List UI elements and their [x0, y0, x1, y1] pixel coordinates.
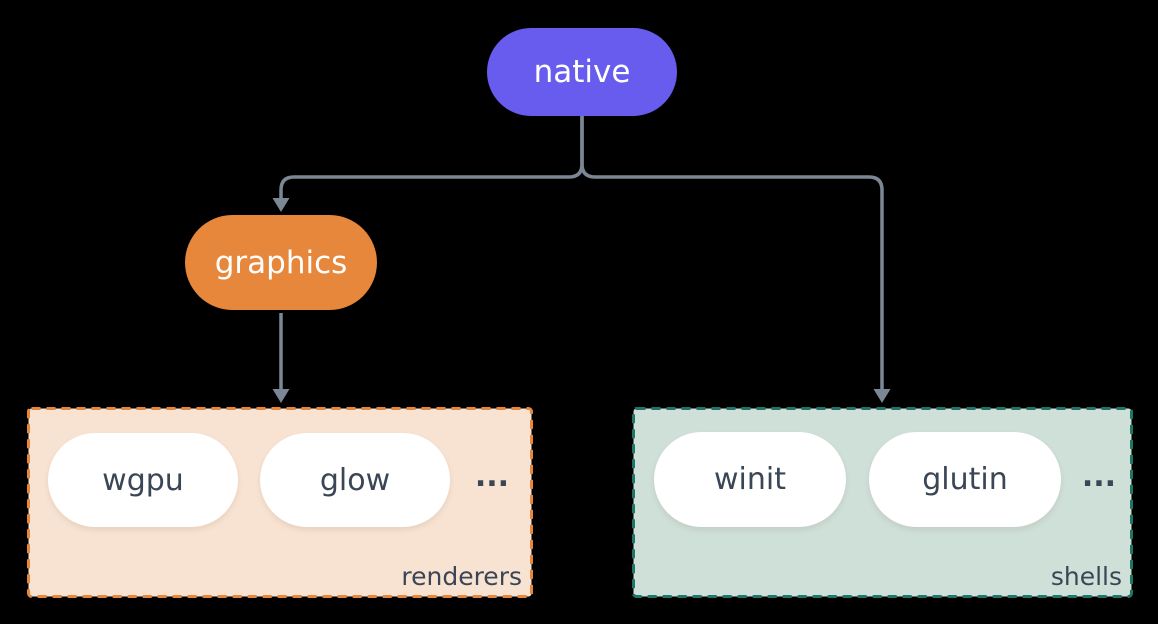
node-graphics: graphics	[185, 215, 377, 310]
renderers-ellipsis: ...	[474, 459, 510, 494]
arrowhead-down-icon	[272, 389, 290, 403]
item-winit: winit	[654, 432, 846, 527]
edge-native-graphics	[279, 116, 584, 199]
group-renderers-label: renderers	[401, 562, 522, 591]
item-wgpu-label: wgpu	[102, 462, 184, 498]
item-glow: glow	[260, 433, 450, 527]
item-winit-label: winit	[714, 462, 786, 497]
item-glutin-label: glutin	[922, 462, 1008, 497]
group-shells-label: shells	[1050, 562, 1122, 591]
item-wgpu: wgpu	[48, 433, 238, 527]
group-renderers: wgpu glow ... renderers	[27, 407, 533, 598]
arrowhead-down-icon	[873, 389, 891, 403]
item-glow-label: glow	[319, 462, 391, 498]
edge-native-shells	[580, 116, 884, 390]
arrowhead-down-icon	[272, 198, 290, 212]
node-graphics-label: graphics	[214, 244, 348, 281]
node-native-label: native	[533, 54, 631, 90]
node-native: native	[487, 28, 677, 116]
group-shells: winit glutin ... shells	[632, 407, 1133, 598]
shells-ellipsis: ...	[1081, 459, 1117, 494]
item-glutin: glutin	[869, 432, 1061, 527]
